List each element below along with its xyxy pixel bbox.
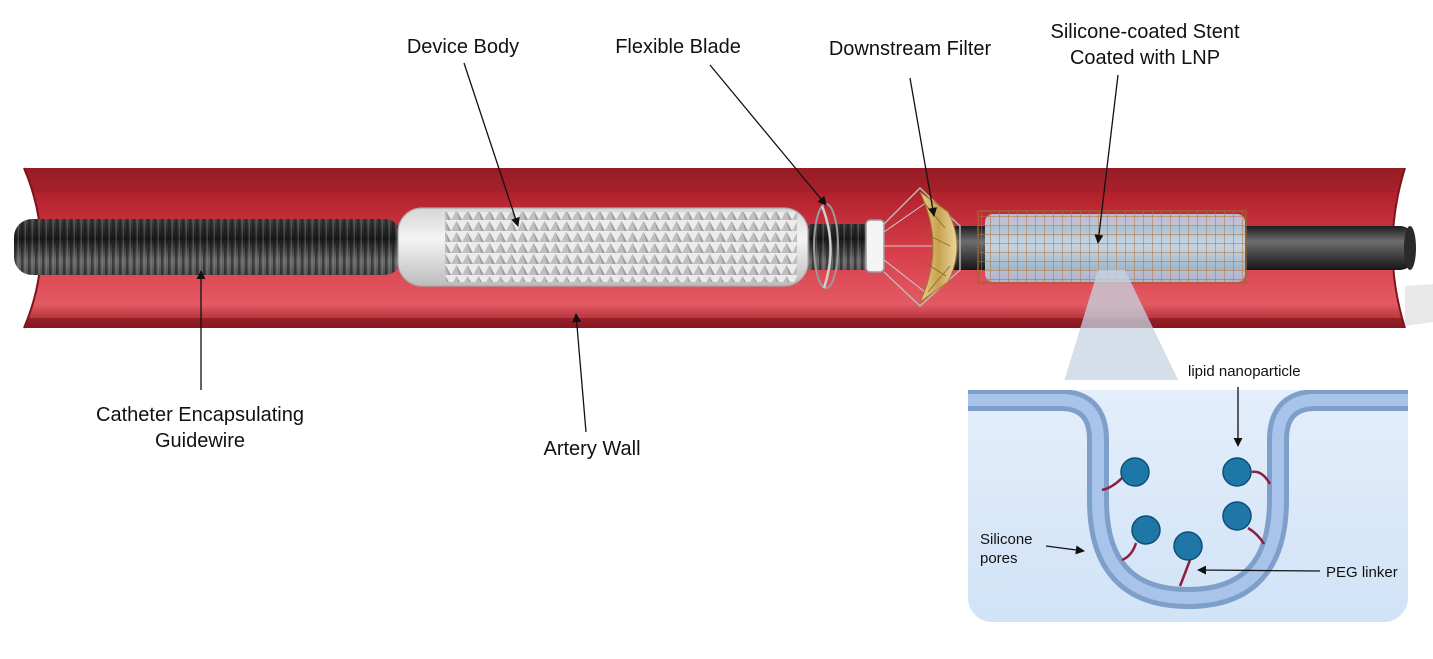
artery-top-rim <box>24 168 1405 192</box>
catheter-label-line1: Catheter Encapsulating <box>96 402 304 428</box>
flexible-blade-label: Flexible Blade <box>615 34 741 60</box>
catheter-label-line2: Guidewire <box>96 428 304 454</box>
downstream-filter-label: Downstream Filter <box>829 36 991 62</box>
inset-panel <box>968 380 1408 622</box>
lipid-nanoparticle <box>1223 502 1251 530</box>
catheter-label: Catheter Encapsulating Guidewire <box>96 402 304 454</box>
artery-wall-label: Artery Wall <box>543 436 640 462</box>
catheter-coil-left <box>14 219 402 275</box>
silicone-pores-label: Silicone pores <box>980 530 1033 568</box>
peg-linker-label: PEG linker <box>1326 563 1398 582</box>
lipid-nanoparticle-label: lipid nanoparticle <box>1188 362 1301 381</box>
device-body-spikes <box>445 212 797 282</box>
artery-bottom-rim <box>24 318 1405 328</box>
lipid-nanoparticle <box>1223 458 1251 486</box>
device-body <box>398 208 808 286</box>
filter-collar <box>866 220 884 272</box>
artery-wall-arrow <box>576 314 586 432</box>
silicone-pores-label-line2: pores <box>980 549 1033 568</box>
lipid-nanoparticle <box>1174 532 1202 560</box>
stent-label: Silicone-coated Stent Coated with LNP <box>1050 19 1239 71</box>
device-body-label: Device Body <box>407 34 519 60</box>
silicone-pores-label-line1: Silicone <box>980 530 1033 549</box>
lipid-nanoparticle <box>1121 458 1149 486</box>
stent-label-line1: Silicone-coated Stent <box>1050 19 1239 45</box>
lipid-nanoparticle <box>1132 516 1160 544</box>
stent-label-line2: Coated with LNP <box>1050 45 1239 71</box>
